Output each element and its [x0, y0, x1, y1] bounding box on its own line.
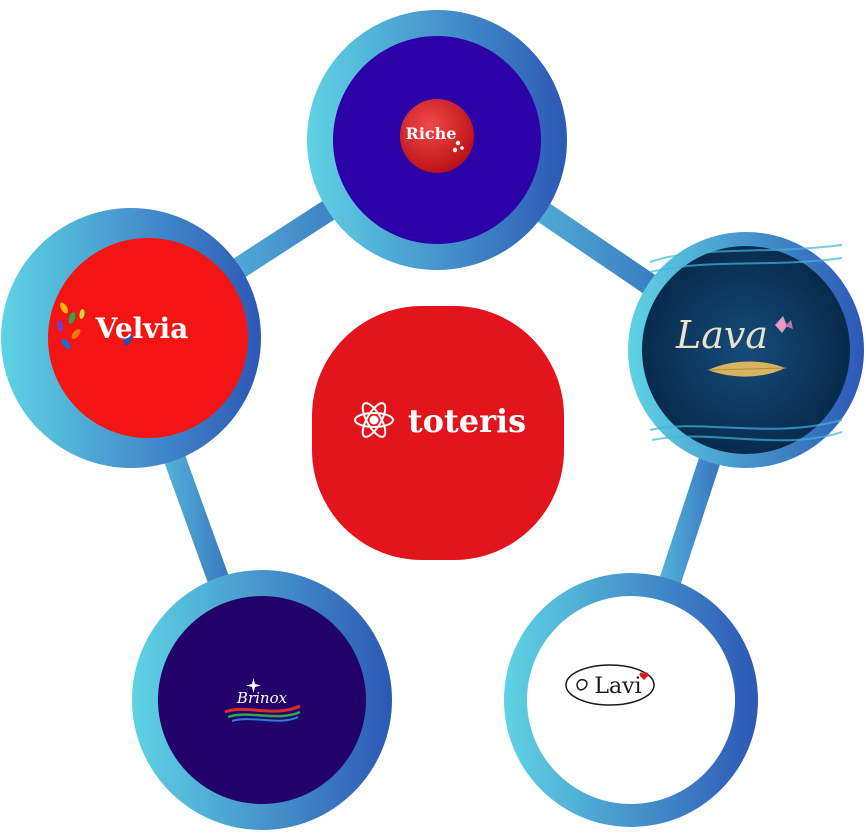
node-lava[interactable]: Lava — [628, 232, 864, 468]
feather-butterfly-icon — [707, 316, 793, 377]
star-wave-icon — [224, 678, 301, 722]
riche-logo-text: Riche — [406, 124, 457, 143]
lava-wave-decor — [649, 244, 843, 442]
atom-icon — [354, 402, 394, 438]
center-brand[interactable]: toteris — [312, 306, 564, 560]
velvia-logo-text: Velvia — [95, 312, 189, 345]
node-velvia-fill — [48, 238, 248, 438]
riche-logo-badge — [400, 99, 474, 173]
brinox-logo-text: Brinox — [236, 689, 288, 707]
lava-logo-text: Lava — [675, 313, 768, 357]
leaves-icon — [56, 302, 132, 349]
node-brinox[interactable]: Brinox — [132, 570, 392, 830]
node-riche[interactable]: Riche — [307, 10, 567, 270]
node-lava-fill — [642, 246, 850, 454]
node-lavi[interactable]: Lavi — [504, 573, 758, 827]
droplets-icon — [452, 140, 464, 153]
node-lavi-fill — [527, 596, 735, 804]
node-brinox-fill — [158, 596, 366, 804]
center-brand-background — [312, 306, 564, 560]
swan-heart-icon — [576, 672, 649, 691]
lavi-logo-text: Lavi — [594, 674, 641, 699]
lavi-logo-oval — [565, 664, 655, 706]
center-brand-name: toteris — [408, 402, 526, 440]
node-velvia[interactable]: Velvia — [1, 208, 261, 468]
